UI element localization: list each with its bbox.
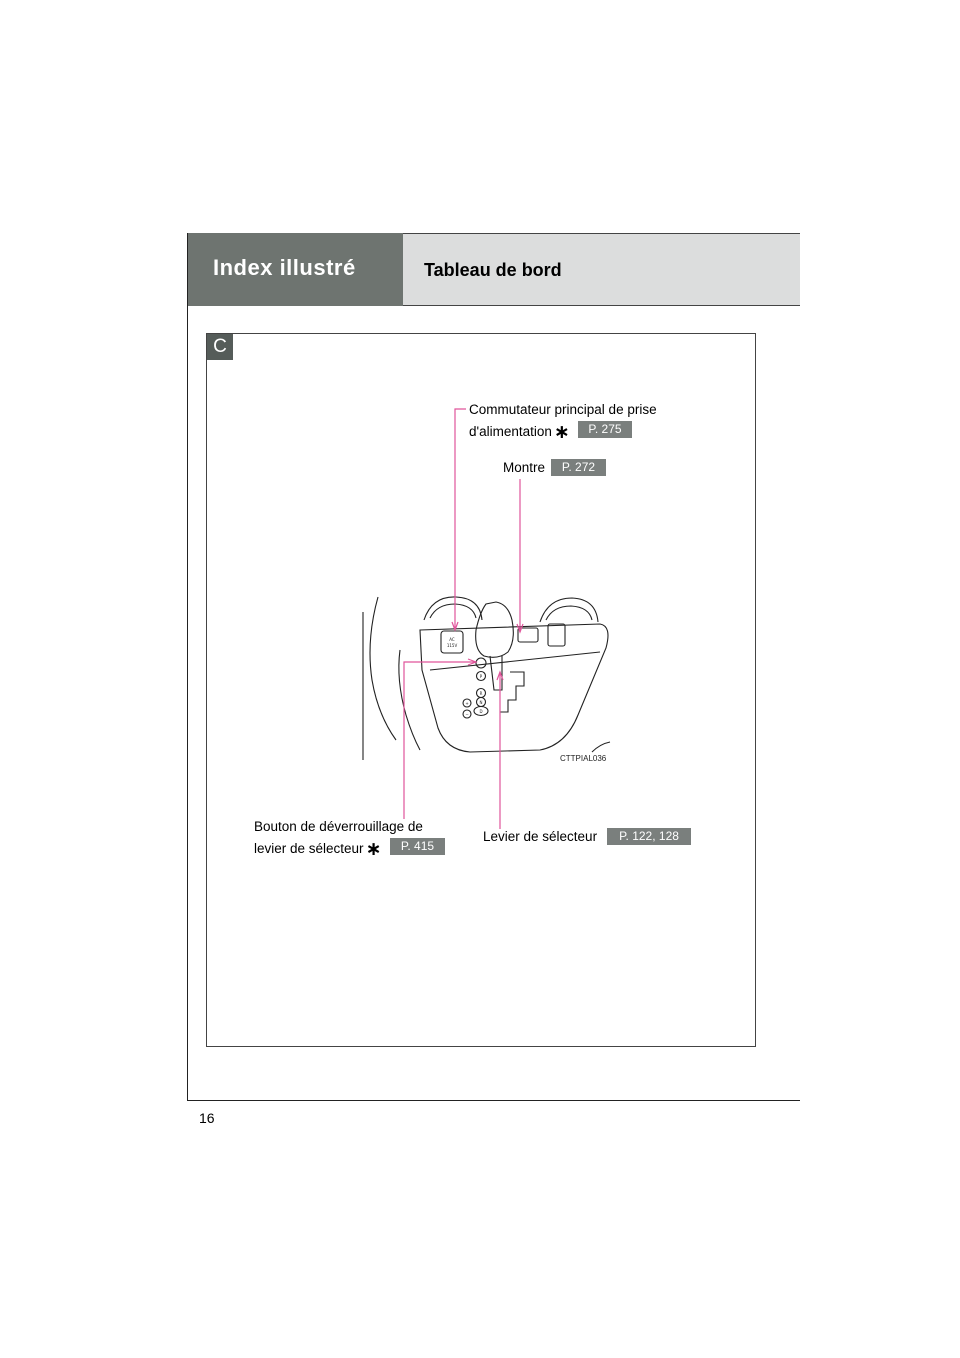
leader-shift-lock xyxy=(403,661,476,819)
gear-plus: + xyxy=(465,701,468,706)
optional-star-icon: ∗ xyxy=(365,839,382,860)
page-frame-left xyxy=(187,233,188,1101)
leader-shift-lock-arrow xyxy=(467,658,478,666)
page-number: 16 xyxy=(199,1110,215,1126)
optional-star-icon: ∗ xyxy=(553,422,570,443)
leader-power-outlet xyxy=(454,408,466,630)
selector-page-ref[interactable]: P. 122, 128 xyxy=(607,828,691,845)
power-outlet-line2: d'alimentation xyxy=(469,424,552,439)
outlet-label-ac: AC xyxy=(449,637,455,642)
selector-label: Levier de sélecteur xyxy=(483,829,598,844)
section-tab: Index illustré xyxy=(187,233,403,306)
outlet-label-voltage: 115V xyxy=(447,643,458,648)
illustration-code: CTTPIAL036 xyxy=(560,754,607,763)
shift-lock-page-ref[interactable]: P. 415 xyxy=(390,838,445,855)
panel-letter-badge: C xyxy=(207,334,233,360)
leader-clock-arrow xyxy=(516,623,524,634)
leader-selector-arrow xyxy=(496,670,504,681)
gear-p: P xyxy=(480,674,483,679)
shift-lock-line2: levier de sélecteur xyxy=(254,841,364,856)
shift-lock-label-2: levier de sélecteur∗ xyxy=(254,837,385,860)
gear-n: N xyxy=(480,700,483,705)
illustration-panel xyxy=(206,333,756,1047)
power-outlet-page-ref[interactable]: P. 275 xyxy=(578,421,632,438)
gear-d: D xyxy=(479,709,482,714)
shift-lock-line1: Bouton de déverrouillage de xyxy=(254,819,423,834)
gear-minus: − xyxy=(465,712,468,717)
gear-r: R xyxy=(480,691,483,696)
power-outlet-line1: Commutateur principal de prise xyxy=(469,402,657,417)
clock-label: Montre xyxy=(503,460,546,475)
power-outlet-label-2: d'alimentation∗ xyxy=(469,420,574,443)
page-title: Tableau de bord xyxy=(424,260,562,280)
leader-lines xyxy=(403,408,524,829)
page-frame-bottom xyxy=(187,1100,800,1101)
power-outlet-label: Commutateur principal de prise xyxy=(469,399,657,420)
shift-lock-label: Bouton de déverrouillage de xyxy=(254,816,423,837)
leader-power-outlet-arrow xyxy=(451,621,459,632)
clock-page-ref[interactable]: P. 272 xyxy=(551,459,606,476)
